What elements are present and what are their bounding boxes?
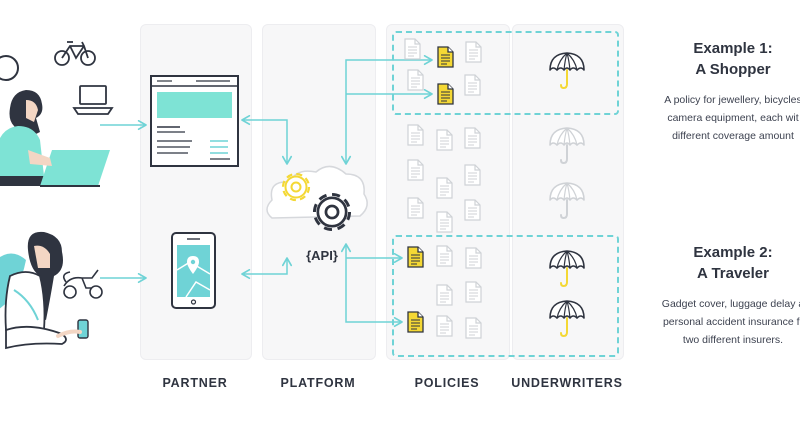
example-1-description: A policy for jewellery, bicycles camera … <box>643 91 800 145</box>
phone-map-icon <box>171 232 216 309</box>
phone-person-icon <box>0 231 103 350</box>
bicycle-icon <box>54 41 96 66</box>
example-1-title: Example 1: A Shopper <box>648 38 800 80</box>
column-label-partner: PARTNER <box>162 376 228 390</box>
example-2-title: Example 2: A Traveler <box>648 242 800 284</box>
example-1-title-line1: Example 1: <box>693 40 773 57</box>
umbrella-icon <box>549 182 585 219</box>
policy-documents <box>404 38 482 339</box>
column-label-platform: PLATFORM <box>280 376 356 390</box>
column-label-underwriters: UNDERWRITERS <box>511 376 623 390</box>
scooter-icon <box>62 269 103 299</box>
umbrella-icon <box>549 300 585 337</box>
example-2-desc-line: Gadget cover, luggage delay a <box>661 298 800 310</box>
example-1-title-line2: A Shopper <box>695 61 771 78</box>
umbrella-icon <box>549 250 585 287</box>
example-2-title-line1: Example 2: <box>693 244 773 261</box>
document-icon <box>404 38 482 339</box>
example-1-desc-line: different coverage amount <box>672 130 794 142</box>
column-label-policies: POLICIES <box>414 376 480 390</box>
umbrella-icon <box>549 127 585 164</box>
umbrella-icon <box>549 52 585 89</box>
example-2-description: Gadget cover, luggage delay a personal a… <box>643 295 800 349</box>
example-2-desc-line: two different insurers. <box>682 334 784 346</box>
webpage-mockup-icon <box>150 75 239 167</box>
example-2-desc-line: personal accident insurance fr <box>662 316 800 328</box>
example-1-desc-line: camera equipment, each wit <box>667 112 799 124</box>
example-1-desc-line: A policy for jewellery, bicycles <box>664 94 800 106</box>
flow-arrows <box>100 54 433 328</box>
api-label: {API} <box>306 248 338 263</box>
laptop-person-icon <box>0 41 114 187</box>
example-2-title-line2: A Traveler <box>697 265 769 282</box>
